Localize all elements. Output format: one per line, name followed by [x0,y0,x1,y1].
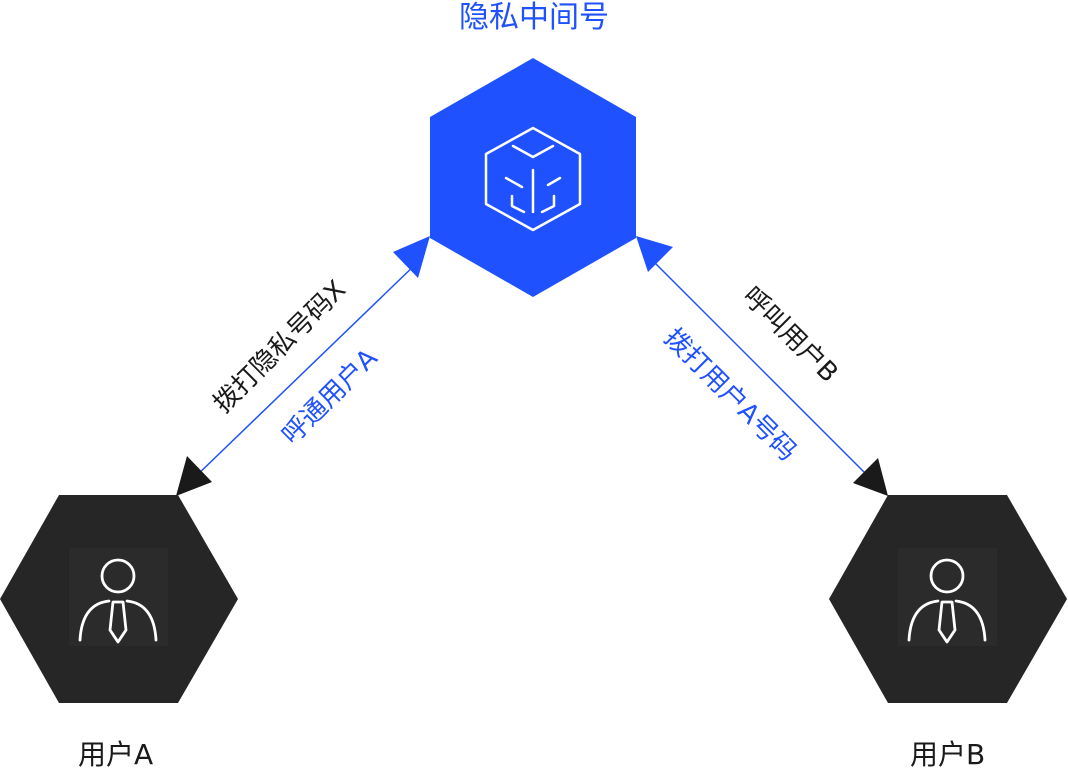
arrow-head-to-privacy-right [636,236,673,272]
left-connector [176,236,430,496]
privacy-node-label: 隐私中间号 [459,0,609,35]
cube-icon [484,126,582,232]
left-connector-line [191,259,421,481]
user-icon [78,558,158,644]
user-b-node [829,495,1067,703]
right-connector [636,236,888,496]
user-a-label: 用户A [78,738,154,771]
user-a-node [0,495,238,703]
right-connector-line [649,257,873,481]
privacy-node [430,58,636,297]
arrow-head-to-user-a [176,456,212,496]
arrow-head-to-privacy-left [393,236,430,278]
user-icon [907,558,987,644]
user-b-icon-bg [898,548,997,646]
arrow-head-to-user-b [853,458,888,496]
user-b-label: 用户B [910,738,986,771]
user-a-icon-bg [69,548,168,646]
